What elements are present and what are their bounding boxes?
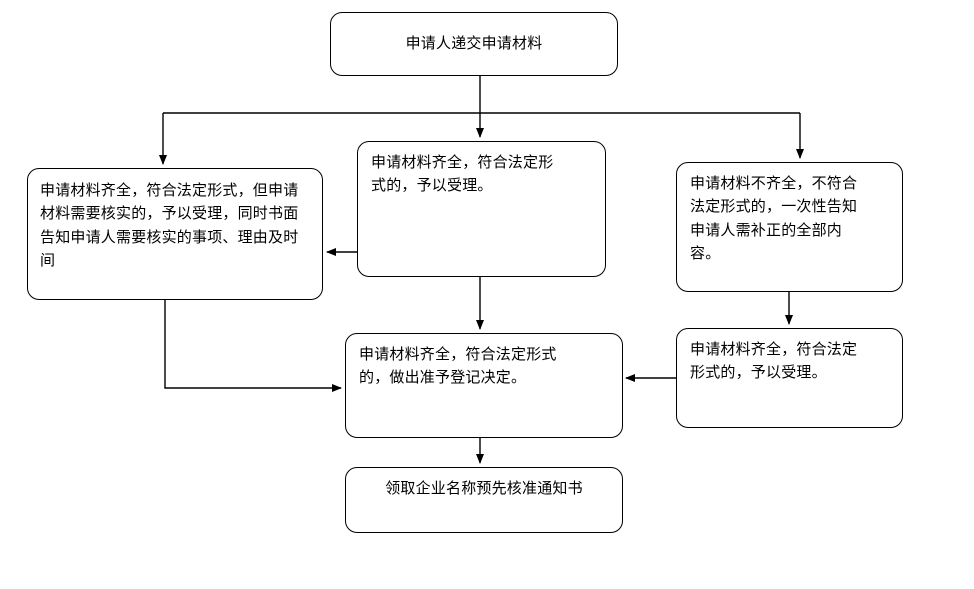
node-incomplete-notify[interactable]: 申请材料不齐全，不符合 法定形式的，一次性告知 申请人需补正的全部内 容。 bbox=[676, 162, 903, 292]
node-receive-notice-label: 领取企业名称预先核准通知书 bbox=[385, 479, 583, 497]
node-accept-after-fix[interactable]: 申请材料齐全，符合法定 形式的，予以受理。 bbox=[676, 328, 903, 428]
node-receive-notice[interactable]: 领取企业名称预先核准通知书 bbox=[345, 467, 623, 533]
edge-accept-verify-to-decision bbox=[164, 300, 342, 392]
node-decision-register[interactable]: 申请材料齐全，符合法定形式 的，做出准予登记决定。 bbox=[345, 333, 623, 438]
node-accept-complete[interactable]: 申请材料齐全，符合法定形 式的，予以受理。 bbox=[357, 141, 606, 277]
node-start-label: 申请人递交申请材料 bbox=[405, 34, 543, 53]
node-accept-verify-label: 申请材料齐全，符合法定形式，但申请材料需要核实的，予以受理，同时书面告知申请人需… bbox=[40, 181, 299, 269]
node-decision-register-label: 申请材料齐全，符合法定形式 的，做出准予登记决定。 bbox=[359, 345, 557, 387]
node-accept-verify[interactable]: 申请材料齐全，符合法定形式，但申请材料需要核实的，予以受理，同时书面告知申请人需… bbox=[27, 168, 323, 300]
node-accept-after-fix-label: 申请材料齐全，符合法定 形式的，予以受理。 bbox=[690, 340, 858, 382]
node-incomplete-notify-label: 申请材料不齐全，不符合 法定形式的，一次性告知 申请人需补正的全部内 容。 bbox=[690, 174, 858, 262]
node-accept-complete-label: 申请材料齐全，符合法定形 式的，予以受理。 bbox=[371, 153, 554, 195]
node-start[interactable]: 申请人递交申请材料 bbox=[330, 12, 618, 76]
